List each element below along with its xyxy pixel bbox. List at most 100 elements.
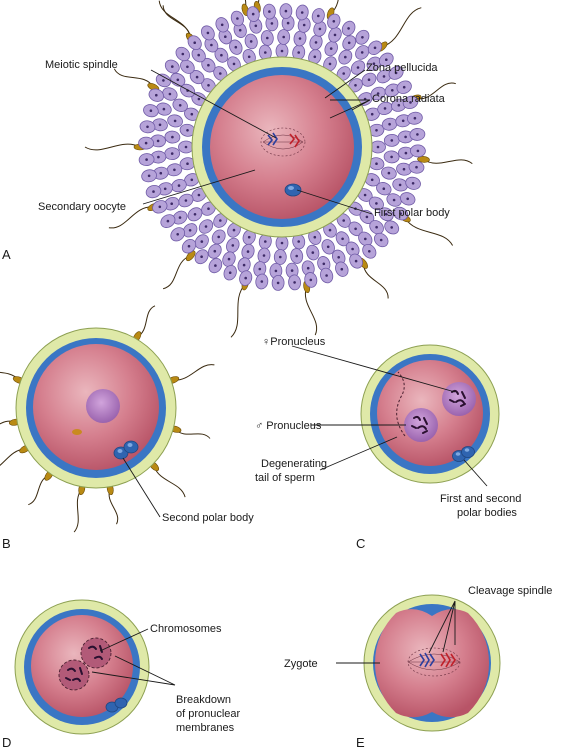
- corona-cell-nucleus: [404, 135, 407, 139]
- corona-cell-nucleus: [157, 155, 160, 159]
- corona-cell-nucleus: [152, 190, 155, 193]
- label-cleavage-spindle: Cleavage spindle: [468, 585, 552, 597]
- corona-cell-nucleus: [384, 212, 388, 216]
- corona-cell-nucleus: [365, 215, 369, 219]
- corona-cell-nucleus: [276, 281, 280, 285]
- corona-cell-nucleus: [195, 75, 199, 79]
- corona-cell-nucleus: [219, 72, 222, 75]
- first-polar-body: [284, 183, 302, 197]
- corona-cell-nucleus: [280, 49, 284, 53]
- corona-cell-nucleus: [368, 250, 371, 253]
- corona-cell-nucleus: [340, 267, 344, 271]
- corona-cell-nucleus: [416, 133, 419, 136]
- corona-cell-nucleus: [341, 237, 344, 241]
- corona-cell-nucleus: [329, 47, 333, 50]
- corona-cell-nucleus: [262, 254, 266, 257]
- degenerating-sperm-tail: [396, 371, 406, 437]
- corona-cell-nucleus: [295, 254, 299, 258]
- label-female-pronucleus: ♀Pronucleus: [262, 336, 326, 348]
- corona-cell-nucleus: [297, 51, 301, 54]
- sperm: [167, 364, 215, 384]
- corona-cell-nucleus: [328, 62, 332, 66]
- corona-cell-nucleus: [286, 21, 290, 25]
- female-pronucleus: [442, 382, 476, 416]
- corona-cell-nucleus: [293, 281, 296, 284]
- sperm: [73, 482, 86, 533]
- corona-cell-nucleus: [266, 36, 269, 40]
- corona-cell-nucleus: [206, 31, 210, 35]
- corona-cell-nucleus: [190, 178, 194, 182]
- corona-cell-nucleus: [399, 212, 402, 215]
- label-zona-pellucida: Zona pellucida: [366, 62, 438, 74]
- corona-cell-nucleus: [298, 37, 302, 40]
- corona-cell-nucleus: [347, 41, 351, 45]
- sperm: [162, 250, 196, 290]
- corona-cell-nucleus: [176, 78, 180, 82]
- corona-cell-nucleus: [302, 23, 306, 27]
- corona-cell-nucleus: [397, 103, 401, 107]
- corona-cell-nucleus: [247, 55, 251, 59]
- corona-cell-nucleus: [163, 187, 167, 191]
- panel-c-pronuclei: ♀Pronucleus ♂ Pronucleus Degenerating ta…: [255, 336, 521, 551]
- corona-cell-nucleus: [391, 89, 394, 92]
- corona-cell-nucleus: [416, 149, 420, 153]
- second-polar-body: [113, 440, 139, 460]
- corona-cell-nucleus: [178, 104, 182, 107]
- panel-letter-c: C: [356, 536, 365, 551]
- corona-cell-nucleus: [149, 109, 153, 112]
- corona-cell-nucleus: [309, 278, 313, 282]
- corona-cell-nucleus: [370, 112, 374, 116]
- corona-cell-nucleus: [347, 27, 350, 30]
- corona-cell-nucleus: [314, 41, 318, 44]
- breaking-pronuclei: [58, 637, 112, 691]
- corona-cell-nucleus: [300, 11, 304, 14]
- sperm: [148, 460, 186, 498]
- male-pronucleus: [404, 408, 438, 442]
- corona-cell-nucleus: [147, 174, 151, 178]
- label-breakdown-line1: Breakdown: [176, 694, 231, 706]
- first-and-second-polar-bodies: [452, 446, 475, 462]
- corona-cell-nucleus: [404, 151, 408, 155]
- corona-cell-nucleus: [197, 97, 201, 101]
- corona-cell-nucleus: [186, 129, 189, 132]
- corona-cell-nucleus: [376, 92, 380, 95]
- corona-cell-nucleus: [197, 53, 200, 57]
- corona-cell-nucleus: [220, 23, 224, 27]
- corona-cell-nucleus: [193, 41, 196, 44]
- corona-cell-nucleus: [318, 27, 322, 31]
- corona-cell-nucleus: [402, 167, 406, 171]
- corona-cell-nucleus: [297, 240, 301, 243]
- panel-letter-e: E: [356, 735, 365, 750]
- corona-cell-nucleus: [155, 93, 158, 97]
- label-corona-radiata: Corona radiata: [372, 93, 446, 105]
- corona-cell-nucleus: [193, 213, 197, 216]
- corona-cell-nucleus: [207, 207, 210, 210]
- sperm-head-in-oocyte: [72, 429, 82, 435]
- corona-cell-nucleus: [342, 219, 346, 222]
- corona-cell-nucleus: [270, 22, 274, 25]
- corona-cell-nucleus: [158, 123, 162, 127]
- corona-cell-nucleus: [188, 229, 192, 232]
- corona-cell-nucleus: [224, 35, 227, 38]
- corona-cell-nucleus: [373, 46, 377, 50]
- sperm: [113, 68, 160, 92]
- panel-letter-d: D: [2, 735, 11, 750]
- corona-cell-nucleus: [390, 226, 394, 229]
- label-polar-bodies-line2: polar bodies: [457, 507, 517, 519]
- corona-cell-nucleus: [166, 219, 170, 223]
- corona-cell-nucleus: [325, 274, 328, 277]
- corona-cell-nucleus: [268, 10, 271, 13]
- corona-cell-nucleus: [280, 241, 284, 245]
- corona-cell-nucleus: [401, 119, 405, 123]
- label-polar-bodies-line1: First and second: [440, 493, 521, 505]
- corona-cell-nucleus: [162, 107, 166, 111]
- corona-cell-nucleus: [361, 36, 364, 39]
- corona-cell-nucleus: [311, 251, 315, 254]
- corona-cell-nucleus: [337, 255, 341, 259]
- corona-cell-nucleus: [344, 55, 347, 59]
- corona-cell-nucleus: [231, 244, 235, 247]
- corona-cell-nucleus: [217, 235, 220, 239]
- sperm: [377, 7, 422, 52]
- corona-cell-nucleus: [354, 84, 357, 87]
- label-degenerating-tail-line1: Degenerating: [261, 458, 327, 470]
